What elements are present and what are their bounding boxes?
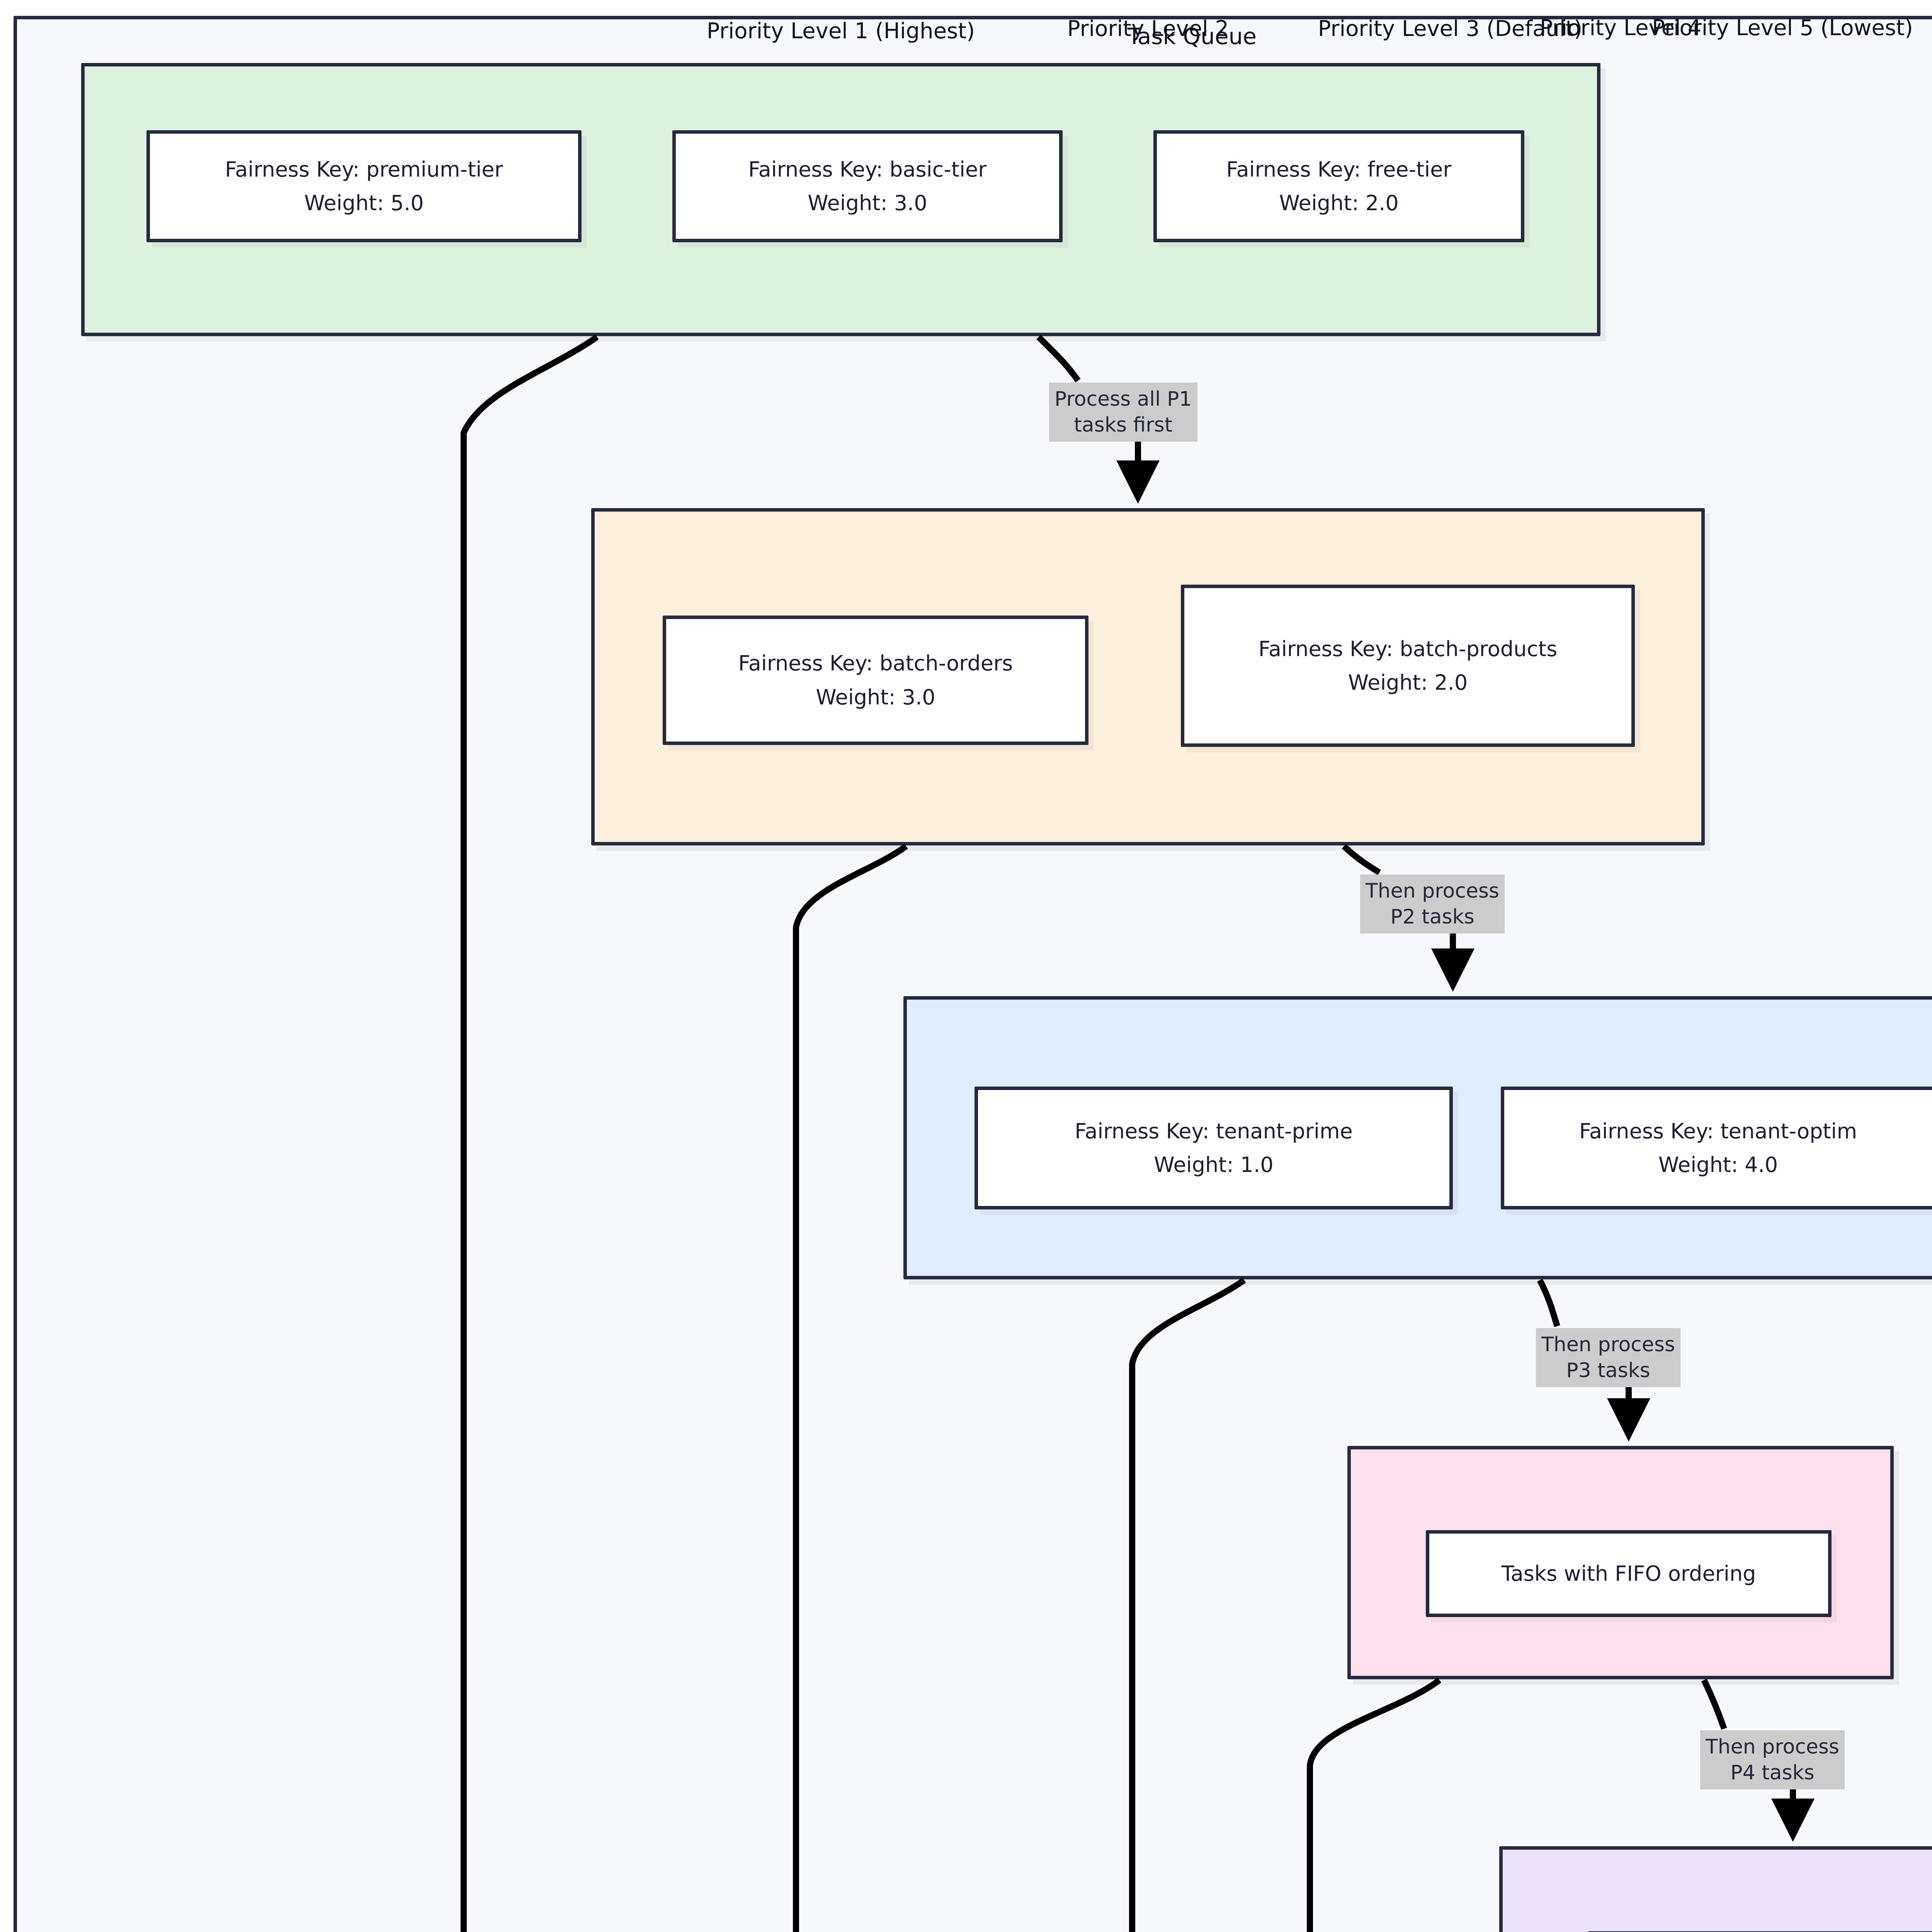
fairness-key-label: Fairness Key: tenant-optim: [1579, 1119, 1857, 1143]
fairness-key-node[interactable]: Fairness Key: basic-tier Weight: 3.0: [672, 130, 1063, 242]
cluster-title-priority-level-5: Priority Level 5 (Lowest): [1652, 15, 1913, 41]
edge-label-p3-to-p4: Then process P3 tasks: [1536, 1328, 1681, 1388]
fairness-key-label: Fairness Key: batch-orders: [738, 651, 1013, 676]
fairness-weight-label: Weight: 3.0: [808, 191, 927, 215]
fairness-weight-label: Weight: 2.0: [1279, 191, 1399, 215]
fifo-label: Tasks with FIFO ordering: [1501, 1561, 1756, 1586]
fairness-key-node[interactable]: Fairness Key: batch-orders Weight: 3.0: [663, 616, 1088, 745]
edge-label-line1: Then process: [1706, 1735, 1840, 1759]
fairness-weight-label: Weight: 1.0: [1154, 1153, 1274, 1177]
cluster-title-priority-level-4: Priority Level 4: [1539, 15, 1702, 41]
fairness-key-label: Fairness Key: free-tier: [1226, 157, 1452, 182]
edge-label-line1: Then process: [1541, 1333, 1675, 1356]
edge-label-line2: tasks first: [1074, 413, 1173, 437]
edge-label-line1: Then process: [1366, 879, 1500, 903]
fifo-task-node[interactable]: Tasks with FIFO ordering: [1588, 1931, 1932, 1932]
fairness-key-node[interactable]: Fairness Key: batch-products Weight: 2.0: [1181, 585, 1635, 747]
fairness-key-node[interactable]: Fairness Key: premium-tier Weight: 5.0: [146, 130, 582, 242]
edge-label-p2-to-p3: Then process P2 tasks: [1360, 874, 1505, 934]
fairness-weight-label: Weight: 4.0: [1658, 1153, 1778, 1177]
cluster-title-task-queue: Task Queue: [1127, 23, 1257, 49]
fairness-key-label: Fairness Key: basic-tier: [748, 157, 987, 182]
cluster-title-priority-level-3: Priority Level 3 (Default): [1318, 16, 1583, 41]
fairness-key-node[interactable]: Fairness Key: free-tier Weight: 2.0: [1153, 130, 1524, 242]
fairness-key-label: Fairness Key: tenant-prime: [1075, 1119, 1353, 1143]
edge-label-line2: P4 tasks: [1730, 1761, 1815, 1784]
edge-label-line2: P3 tasks: [1566, 1359, 1650, 1382]
edge-label-p1-to-p2: Process all P1 tasks first: [1049, 383, 1197, 442]
edge-label-line2: P2 tasks: [1390, 905, 1475, 929]
fifo-task-node[interactable]: Tasks with FIFO ordering: [1426, 1530, 1832, 1617]
cluster-priority-level-5: [1499, 1846, 1932, 1932]
fairness-weight-label: Weight: 2.0: [1348, 670, 1468, 695]
edge-label-line1: Process all P1: [1054, 388, 1192, 411]
fairness-key-node[interactable]: Fairness Key: tenant-prime Weight: 1.0: [975, 1087, 1453, 1209]
cluster-title-priority-level-1: Priority Level 1 (Highest): [706, 19, 975, 44]
fairness-weight-label: Weight: 5.0: [304, 191, 424, 215]
fairness-key-label: Fairness Key: premium-tier: [225, 157, 503, 182]
fairness-key-node[interactable]: Fairness Key: tenant-optim Weight: 4.0: [1501, 1087, 1932, 1209]
fairness-weight-label: Weight: 3.0: [816, 685, 935, 709]
edge-label-p4-to-p5: Then process P4 tasks: [1700, 1730, 1845, 1790]
fairness-key-label: Fairness Key: batch-products: [1258, 636, 1558, 661]
cluster-title-priority-level-2: Priority Level 2: [1067, 16, 1229, 41]
